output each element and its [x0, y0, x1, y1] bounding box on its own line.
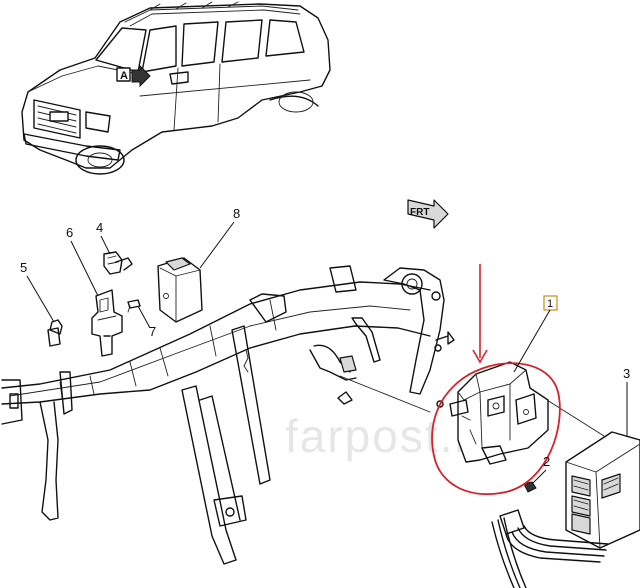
callout-8-label: 8: [233, 206, 240, 221]
front-direction-arrow: FRT: [407, 199, 449, 229]
front-indicator-text: FRT: [410, 207, 429, 218]
callout-7-label: 7: [149, 324, 156, 339]
grille-badge: [49, 111, 69, 122]
callout-5-label: 5: [20, 260, 27, 275]
callout-3-label: 3: [623, 366, 630, 381]
highlight-overlay: [431, 264, 561, 495]
part-6-bracket: [91, 289, 123, 357]
part-5-bolt: [49, 319, 63, 335]
part-1-bracket: [449, 361, 549, 465]
view-label: A: [120, 70, 128, 82]
part-2-screw: [523, 481, 537, 493]
part-4-connector: [103, 251, 133, 275]
view-a-arrow: A: [116, 64, 151, 88]
callout-1-box: [543, 295, 558, 311]
callout-2-label: 2: [543, 454, 550, 469]
part-3-control-module: [565, 431, 640, 549]
callout-4-label: 4: [96, 220, 103, 235]
cross-car-beam: [1, 265, 605, 565]
part-7-screw: [127, 299, 141, 313]
callout-1-label: 1: [547, 298, 553, 310]
callout-6-label: 6: [66, 225, 73, 240]
wiring-harness: [491, 509, 609, 588]
callouts: 1 2 3 4 5 6 7 8: [20, 206, 630, 485]
vehicle-illustration: [21, 1, 331, 175]
part-8-module: [157, 257, 203, 323]
